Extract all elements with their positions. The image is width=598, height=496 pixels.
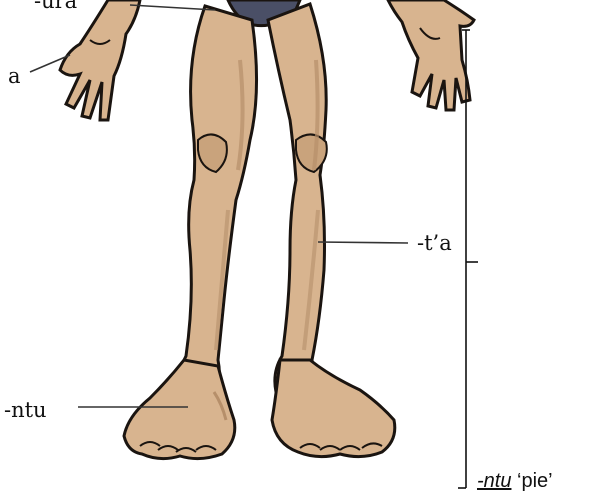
label-shin: -t’a <box>417 233 452 254</box>
label-foot: -ntu <box>4 400 47 421</box>
label-hand-cut: a <box>8 66 21 87</box>
right-foot <box>272 360 395 457</box>
leader-line-top <box>130 5 215 10</box>
label-top-cut: -ura <box>34 0 77 12</box>
caption-gloss: ‘pie’ <box>517 470 553 492</box>
left-foot <box>124 360 235 459</box>
leader-line-shin <box>318 242 408 243</box>
right-hand <box>388 0 474 110</box>
left-hand <box>60 0 140 120</box>
caption: -ntu ‘pie’ <box>477 471 553 491</box>
caption-term: -ntu <box>477 470 511 492</box>
